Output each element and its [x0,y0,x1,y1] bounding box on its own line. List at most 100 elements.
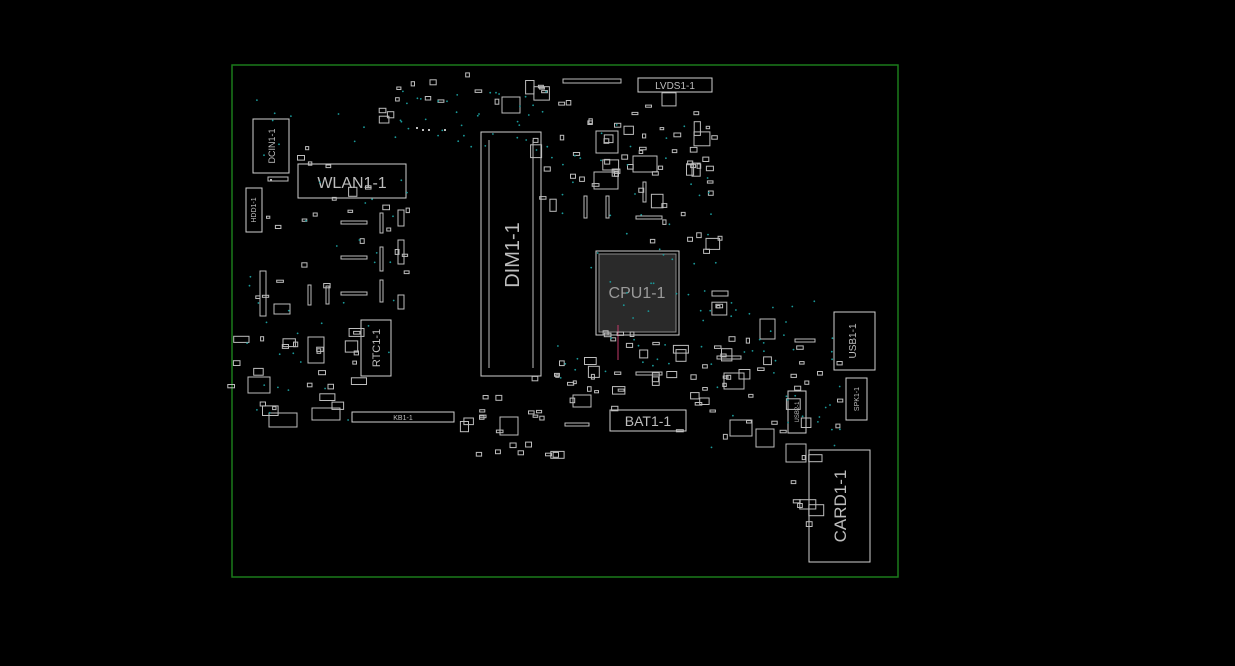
via [710,213,712,216]
smd-component [629,331,635,337]
pad [444,129,446,131]
via [402,90,404,93]
smd-component [482,395,489,400]
smd-component [429,79,437,86]
smd-component [536,409,543,414]
pad-bar [642,181,647,203]
usb1-label: USB1-1 [848,323,859,358]
via [707,233,709,236]
via [470,145,473,148]
usb2-connector[interactable]: USB2-1 [787,390,807,434]
dimm-label: DIM1-1 [502,222,524,288]
via [335,245,338,247]
smd-component [539,196,547,200]
rtc-battery[interactable]: RTC1-1 [360,319,392,377]
card-reader-slot[interactable]: CARD1-1 [808,449,871,563]
smd-component [348,186,358,197]
smd-component [545,452,552,457]
smd-component [721,348,733,362]
via [256,409,258,411]
smd-component [790,480,797,485]
smd-component [594,390,599,394]
smd-component [613,168,621,174]
cpu-package[interactable]: CPU1-1 [595,250,680,336]
via [642,361,644,364]
cpu-label: CPU1-1 [609,285,666,302]
dcin-connector[interactable]: DCIN1-1 [252,118,290,174]
smd-component [319,393,336,401]
lvds-pad-row [562,78,622,84]
via [610,337,612,340]
smd-component [301,218,308,222]
via [246,342,249,344]
via [353,140,356,143]
smd-component [836,361,843,366]
smd-component [424,96,432,101]
smd-component [702,156,710,163]
dcin-label: DCIN1-1 [267,128,277,163]
via [626,292,628,294]
via [400,120,403,123]
via [271,119,274,122]
smd-component [661,203,668,208]
smd-component [720,353,727,358]
via [735,309,737,311]
via [572,181,574,184]
via [640,214,643,216]
smd-component [530,144,543,159]
via [706,177,709,179]
pad [416,127,418,129]
smd-component [550,450,565,459]
smd-component [705,165,714,172]
smd-component [552,451,559,458]
via [268,411,271,414]
via [484,145,487,147]
smd-component [405,207,410,214]
via [363,126,365,129]
via [373,261,376,264]
smd-component [717,235,723,241]
wlan-connector[interactable]: WLAN1-1 [297,163,407,199]
smd-component [617,388,625,392]
smd-component [255,295,261,299]
ic-package [247,376,271,394]
via [287,309,290,312]
smd-component [801,455,806,461]
smd-component [401,253,409,257]
smd-component [614,371,622,375]
via [416,97,419,100]
usb1-connector[interactable]: USB1-1 [833,311,876,371]
smd-component [403,270,410,275]
lvds-connector[interactable]: LVDS1-1 [637,77,713,93]
smd-component [602,330,609,336]
battery-connector[interactable]: BAT1-1 [609,409,687,432]
smd-component [276,279,284,283]
pad-bar [716,355,742,360]
smd-component [659,127,665,131]
pad-bar [397,239,405,265]
pad [270,179,272,181]
via [263,154,265,157]
via [532,104,534,107]
keyboard-connector[interactable]: KB1-1 [351,411,455,423]
smd-component [479,409,486,413]
smd-component [525,441,532,448]
via [700,345,703,348]
via [758,338,761,341]
pad-bar [379,212,384,234]
dimm-slot[interactable]: DIM1-1 [480,131,542,377]
hdd-connector[interactable]: HDD1-1 [245,187,263,233]
usb2-label: USB2-1 [795,401,801,423]
speaker-connector[interactable]: SPK1-1 [845,377,868,421]
ic-package [755,428,775,448]
via [622,304,625,307]
via [400,179,403,182]
smd-component [567,381,575,386]
smd-component [327,383,334,390]
smd-component [709,409,716,413]
via [839,428,841,431]
via [626,164,629,166]
smd-component [662,219,667,225]
